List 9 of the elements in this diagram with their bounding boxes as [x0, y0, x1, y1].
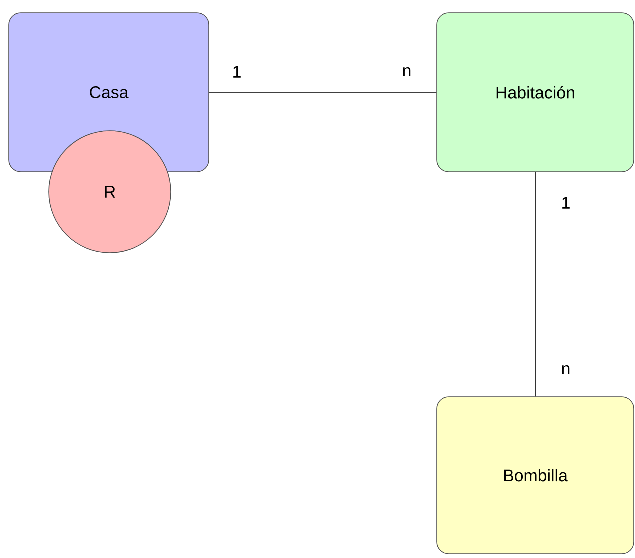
cardinality-label: n — [562, 365, 570, 375]
circle-node: R — [48, 130, 172, 254]
entity-box: Bombilla — [436, 396, 634, 554]
cardinality-label: 1 — [562, 197, 570, 209]
connector-line — [209, 92, 437, 93]
cardinality-label: 1 — [234, 66, 241, 78]
entity-box: Habitación — [436, 12, 634, 172]
cardinality-label: n — [403, 67, 411, 77]
connector-line — [535, 172, 536, 397]
